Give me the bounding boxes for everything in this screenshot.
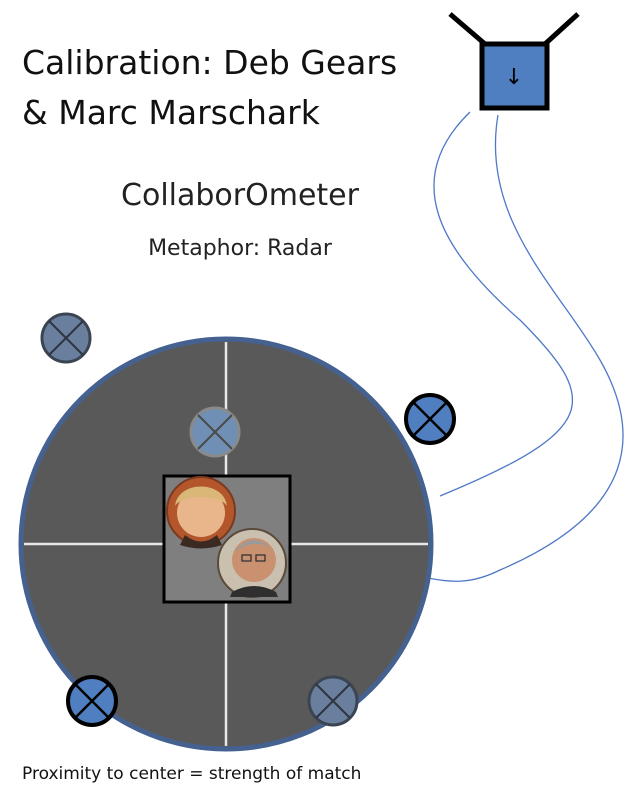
- calibration-line-2: & Marc Marschark: [22, 93, 320, 132]
- avatar-deb-gears: [166, 476, 236, 549]
- cable-inner: [433, 111, 573, 497]
- diagram-title: CollaborOmeter: [121, 178, 359, 213]
- calibration-label: Calibration: Deb Gears & Marc Marschark: [22, 38, 397, 138]
- avatar-marc-marschark: [217, 528, 287, 598]
- marker-bottom-right: [307, 675, 359, 727]
- cable-outer: [427, 114, 624, 582]
- marker-outside-top-left: [40, 312, 92, 364]
- calibration-device: ↓: [448, 12, 580, 111]
- down-arrow-icon: ↓: [505, 65, 523, 90]
- diagram-subtitle: Metaphor: Radar: [148, 236, 332, 261]
- marker-bottom-left: [66, 675, 118, 727]
- center-match-box: [162, 474, 292, 604]
- diagram-caption: Proximity to center = strength of match: [22, 764, 362, 784]
- marker-inner-top: [189, 406, 241, 458]
- calibration-line-1: Calibration: Deb Gears: [22, 43, 398, 82]
- marker-outside-right: [404, 393, 456, 445]
